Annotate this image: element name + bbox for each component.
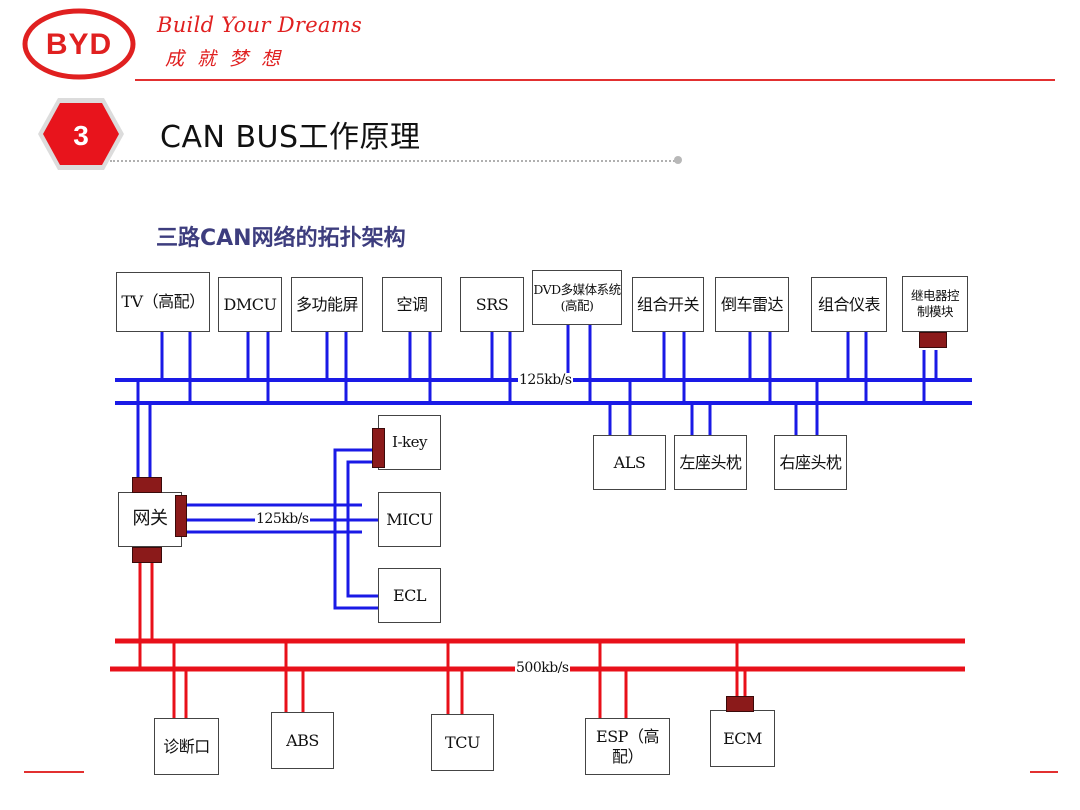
module-instrument-cluster: 组合仪表 (811, 277, 887, 332)
module-micu: MICU (378, 492, 441, 547)
comfort-module-drops (136, 325, 938, 478)
section-number: 3 (73, 120, 89, 151)
comfort-bus-speed-label: 125kb/s (518, 372, 573, 388)
powertrain-bus-speed-label: 500kb/s (515, 660, 570, 676)
header-divider (135, 79, 1055, 81)
module-multifunction-screen: 多功能屏 (291, 277, 363, 332)
gateway-comfort-connector (132, 477, 162, 493)
title-dotted-rule (110, 160, 675, 162)
gateway-body-connector (175, 495, 187, 537)
footer-rule-right (1030, 771, 1058, 773)
module-tv: TV（高配） (116, 272, 210, 332)
module-right-headrest: 右座头枕 (774, 435, 847, 490)
module-abs: ABS (271, 712, 334, 769)
footer-rule-left (24, 771, 84, 773)
module-left-headrest: 左座头枕 (674, 435, 747, 490)
module-esp: ESP（高配） (585, 718, 670, 775)
slogan-chinese: 成就梦想 (165, 48, 294, 70)
ecm-connector (726, 696, 754, 712)
title-rule-endpoint (674, 156, 682, 164)
body-can-bus (186, 448, 378, 610)
module-dmcu: DMCU (218, 277, 282, 332)
section-number-badge: 3 (38, 98, 124, 170)
module-gateway: 网关 (118, 492, 182, 547)
module-relay-control: 继电器控制模块 (902, 276, 968, 332)
module-als: ALS (593, 435, 666, 490)
logo-text: BYD (46, 28, 112, 61)
module-ecl: ECL (378, 568, 441, 623)
module-dvd-multimedia: DVD多媒体系统(高配) (532, 270, 622, 325)
module-combination-switch: 组合开关 (632, 277, 704, 332)
module-srs: SRS (460, 277, 524, 332)
gateway-powertrain-connector (132, 547, 162, 563)
relay-control-connector (919, 332, 947, 348)
module-diagnostic-port: 诊断口 (154, 718, 219, 775)
byd-logo: BYD (22, 8, 136, 80)
module-air-conditioning: 空调 (382, 277, 442, 332)
section-title: CAN BUS工作原理 (160, 120, 421, 155)
module-reversing-radar: 倒车雷达 (715, 277, 789, 332)
module-tcu: TCU (431, 714, 494, 771)
slogan-english: Build Your Dreams (157, 13, 363, 37)
body-bus-speed-label: 125kb/s (255, 511, 310, 527)
diagram-subtitle: 三路CAN网络的拓扑架构 (156, 226, 406, 251)
i-key-connector (372, 428, 385, 468)
module-i-key: I-key (378, 415, 441, 470)
powertrain-module-drops (138, 562, 747, 718)
module-ecm: ECM (710, 710, 775, 767)
